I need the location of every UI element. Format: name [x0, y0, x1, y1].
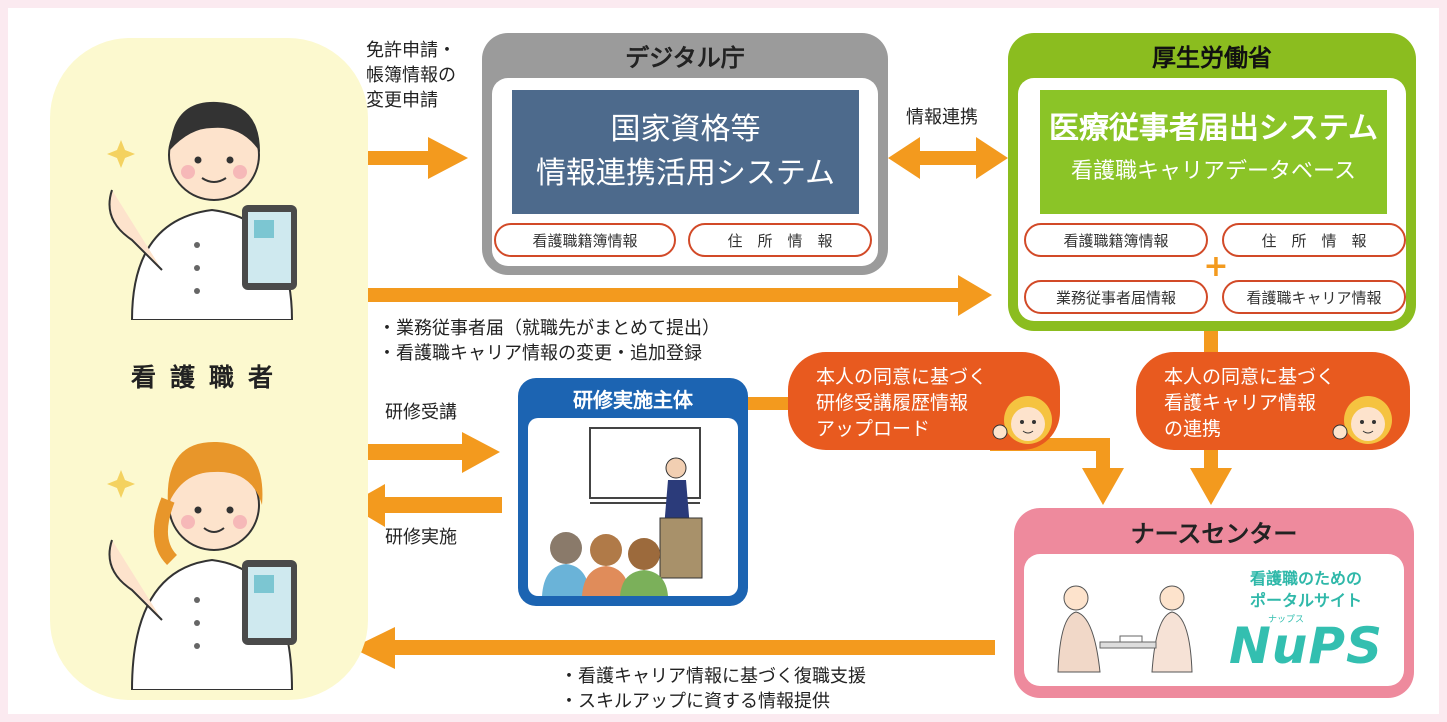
training-attend-label: 研修受講 — [385, 402, 457, 423]
consultation-illustration — [1057, 585, 1193, 673]
nups-subtitle: 看護職のための ポータルサイト — [1249, 569, 1362, 610]
digital-agency-title: デジタル庁 — [625, 44, 745, 72]
male-nurse-illustration — [107, 101, 297, 320]
arrow-center-to-nurse — [352, 627, 995, 669]
nups-logo: NuPS — [1228, 617, 1384, 675]
arrow-to-mhlw — [345, 275, 992, 316]
training-deliver-label: 研修実施 — [385, 527, 457, 548]
digital-agency-system: 国家資格等 情報連携活用システム — [512, 90, 859, 214]
mhlw-item-register: 看護職籍簿情報 — [1024, 223, 1208, 257]
info-link-label: 情報連携 — [906, 107, 978, 128]
digital-item-register: 看護職籍簿情報 — [494, 223, 676, 257]
license-application-label: 免許申請・ 帳簿情報の 変更申請 — [366, 40, 456, 111]
arrow-to-digital-agency — [345, 137, 468, 179]
plus-icon: + — [1203, 249, 1229, 284]
arrow-from-training — [348, 484, 502, 527]
nurse-label: 看護職者 — [130, 363, 287, 392]
mhlw-item-address: 住 所 情 報 — [1222, 223, 1406, 257]
mhlw-title: 厚生労働省 — [1152, 44, 1272, 72]
mhlw-system-sub: 看護職キャリアデータベース — [1071, 159, 1356, 184]
nups-ruby: ナップス — [1268, 615, 1305, 625]
mhlw-item-work-report: 業務従事者届情報 — [1024, 280, 1208, 314]
mhlw-system: 医療従事者届出システム 看護職キャリアデータベース — [1040, 90, 1387, 214]
work-report-label: ・業務従事者届（就職先がまとめて提出） ・看護職キャリア情報の変更・追加登録 — [378, 318, 720, 364]
training-org-illustration — [528, 418, 738, 596]
arrow-to-training — [345, 432, 500, 473]
mhlw-system-main: 医療従事者届出システム — [1048, 111, 1379, 146]
arrow-upload-to-center — [1082, 438, 1124, 505]
arrow-link-to-center — [1190, 445, 1232, 505]
mhlw-item-career: 看護職キャリア情報 — [1222, 280, 1406, 314]
arrow-mhlw-down — [1204, 331, 1218, 353]
training-org-title: 研修実施主体 — [573, 388, 693, 412]
support-label: ・看護キャリア情報に基づく復職支援 ・スキルアップに資する情報提供 — [560, 666, 866, 712]
nurse-center-title: ナースセンター — [1130, 520, 1298, 548]
digital-item-address: 住 所 情 報 — [688, 223, 872, 257]
consent-girl-icon-2 — [1332, 396, 1392, 444]
arrow-info-link — [888, 137, 1008, 179]
consent-girl-icon — [992, 396, 1052, 444]
female-nurse-illustration — [107, 441, 297, 690]
